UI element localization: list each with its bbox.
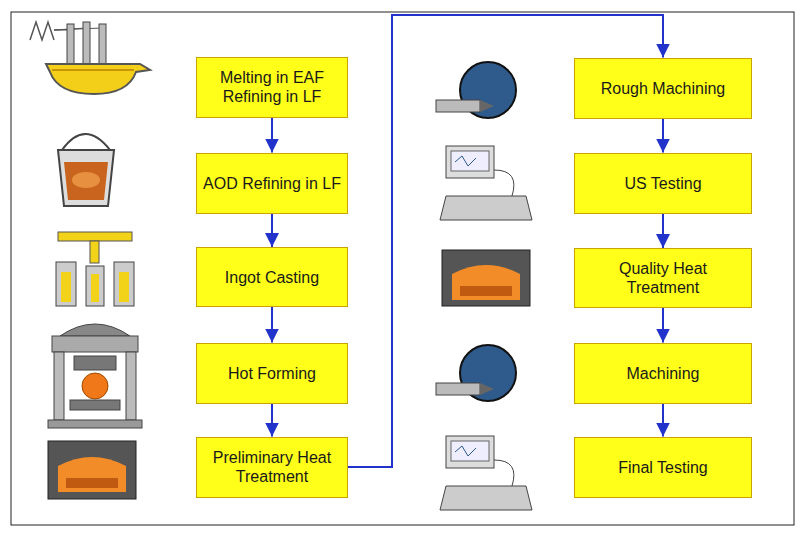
flow-arrow <box>271 307 273 343</box>
process-box: Preliminary Heat Treatment <box>196 437 348 498</box>
flow-arrow <box>662 404 664 437</box>
arc-furnace-icon <box>30 22 150 94</box>
flow-arrow <box>271 404 273 437</box>
ladle-icon <box>58 134 114 206</box>
heat-treatment-furnace-icon <box>48 441 136 499</box>
lathe-icon <box>436 62 516 118</box>
flow-arrow <box>271 214 273 248</box>
box-label: Final Testing <box>618 458 708 477</box>
process-box: Ingot Casting <box>196 247 348 307</box>
ingot-casting-icon <box>56 232 134 306</box>
process-box: US Testing <box>574 153 752 214</box>
frame <box>11 12 794 525</box>
flow-arrow <box>662 308 664 343</box>
flow-arrow <box>662 214 664 249</box>
process-box: Machining <box>574 343 752 404</box>
box-label: Quality Heat Treatment <box>581 259 745 297</box>
box-label: Hot Forming <box>228 364 316 383</box>
process-box: AOD Refining in LF <box>196 153 348 214</box>
box-label: Preliminary Heat Treatment <box>203 448 341 486</box>
process-box: Melting in EAF Refining in LF <box>196 57 348 118</box>
process-box: Rough Machining <box>574 58 752 119</box>
forging-press-icon <box>48 324 142 428</box>
heat-treatment-furnace-icon <box>442 250 530 306</box>
process-box: Quality Heat Treatment <box>574 248 752 308</box>
lathe-icon <box>436 345 516 401</box>
box-label: Ingot Casting <box>225 268 319 287</box>
box-label: Rough Machining <box>601 79 726 98</box>
ultrasonic-tester-icon <box>440 146 532 220</box>
ultrasonic-tester-icon <box>440 436 532 510</box>
box-label: AOD Refining in LF <box>203 174 341 193</box>
box-label: US Testing <box>624 174 701 193</box>
flow-arrow <box>662 119 664 153</box>
process-box: Final Testing <box>574 437 752 498</box>
box-label: Machining <box>627 364 700 383</box>
process-box: Hot Forming <box>196 343 348 404</box>
box-label: Melting in EAF Refining in LF <box>203 68 341 106</box>
flow-arrow <box>271 118 273 153</box>
